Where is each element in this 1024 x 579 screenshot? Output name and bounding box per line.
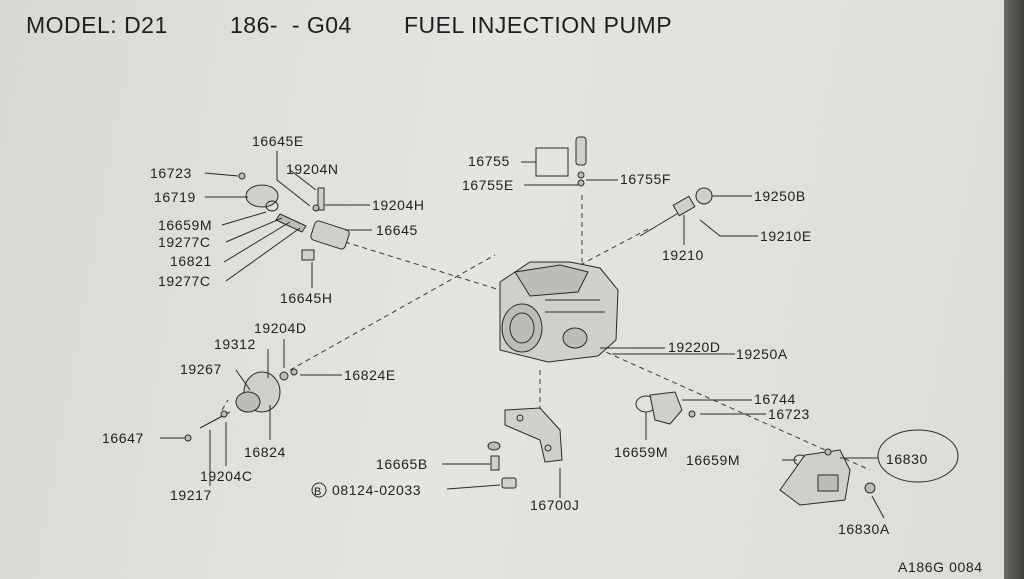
part-label-19217: 19217 — [170, 487, 212, 503]
part-label-19277c: 19277C — [158, 234, 211, 250]
part-label-19204n: 19204N — [286, 161, 339, 177]
part-label-16723-2: 16723 — [768, 406, 810, 422]
part-label-16665b: 16665B — [376, 456, 428, 472]
part-label-19277c-2: 19277C — [158, 273, 211, 289]
part-label-19312: 19312 — [214, 336, 256, 352]
part-label-16700j: 16700J — [530, 497, 580, 513]
cover-plate — [635, 391, 696, 425]
part-label-08124-02033: 08124-02033 — [332, 482, 421, 498]
part-label-16755: 16755 — [468, 153, 510, 169]
part-label-16659m: 16659M — [158, 217, 212, 233]
section-code: 186- - G04 — [230, 12, 352, 38]
bracket-parts — [487, 407, 563, 489]
part-label-16755e: 16755E — [462, 177, 514, 193]
part-label-16744: 16744 — [754, 391, 796, 407]
part-label-19204c: 19204C — [200, 468, 253, 484]
part-labels: 16645E 19204N 16723 16719 19204H 16645 1… — [102, 133, 983, 575]
part-label-16755f: 16755F — [620, 171, 671, 187]
pump-body — [499, 261, 619, 363]
part-label-16645h: 16645H — [280, 290, 333, 306]
part-label-16659m-2: 16659M — [614, 444, 668, 460]
part-label-19210: 19210 — [662, 247, 704, 263]
part-label-16659m-3: 16659M — [686, 452, 740, 468]
upper-right-fitting — [639, 187, 713, 237]
part-label-16830: 16830 — [886, 451, 928, 467]
sheet-edge — [1004, 0, 1024, 579]
part-label-16830a: 16830A — [838, 521, 890, 537]
part-label-19250b: 19250B — [754, 188, 806, 204]
assembly-lines — [221, 195, 871, 471]
part-label-16824: 16824 — [244, 444, 286, 460]
part-label-19220d: 19220D — [668, 339, 721, 355]
bolt-code-circle — [311, 482, 327, 498]
part-label-16723: 16723 — [150, 165, 192, 181]
solenoid-parts — [238, 172, 350, 261]
governor-parts — [184, 368, 298, 442]
part-label-19204h: 19204H — [372, 197, 425, 213]
leader-lines — [160, 147, 885, 519]
part-label-16647: 16647 — [102, 430, 144, 446]
part-label-19250a: 19250A — [736, 346, 788, 362]
part-label-19267: 19267 — [180, 361, 222, 377]
part-label-16645e: 16645E — [252, 133, 304, 149]
part-label-16719: 16719 — [154, 189, 196, 205]
fuel-cut-assembly — [779, 429, 959, 506]
part-label-19204d: 19204D — [254, 320, 307, 336]
diagram-title: FUEL INJECTION PUMP — [404, 12, 673, 38]
model-label: MODEL: D21 — [26, 12, 168, 38]
bolt-code-letter: B — [314, 486, 322, 498]
part-label-19210e: 19210E — [760, 228, 812, 244]
nozzle-parts — [575, 136, 587, 187]
part-label-16824e: 16824E — [344, 367, 396, 383]
figure-reference: A186G 0084 — [898, 559, 983, 575]
part-label-16821: 16821 — [170, 253, 212, 269]
part-label-16645: 16645 — [376, 222, 418, 238]
